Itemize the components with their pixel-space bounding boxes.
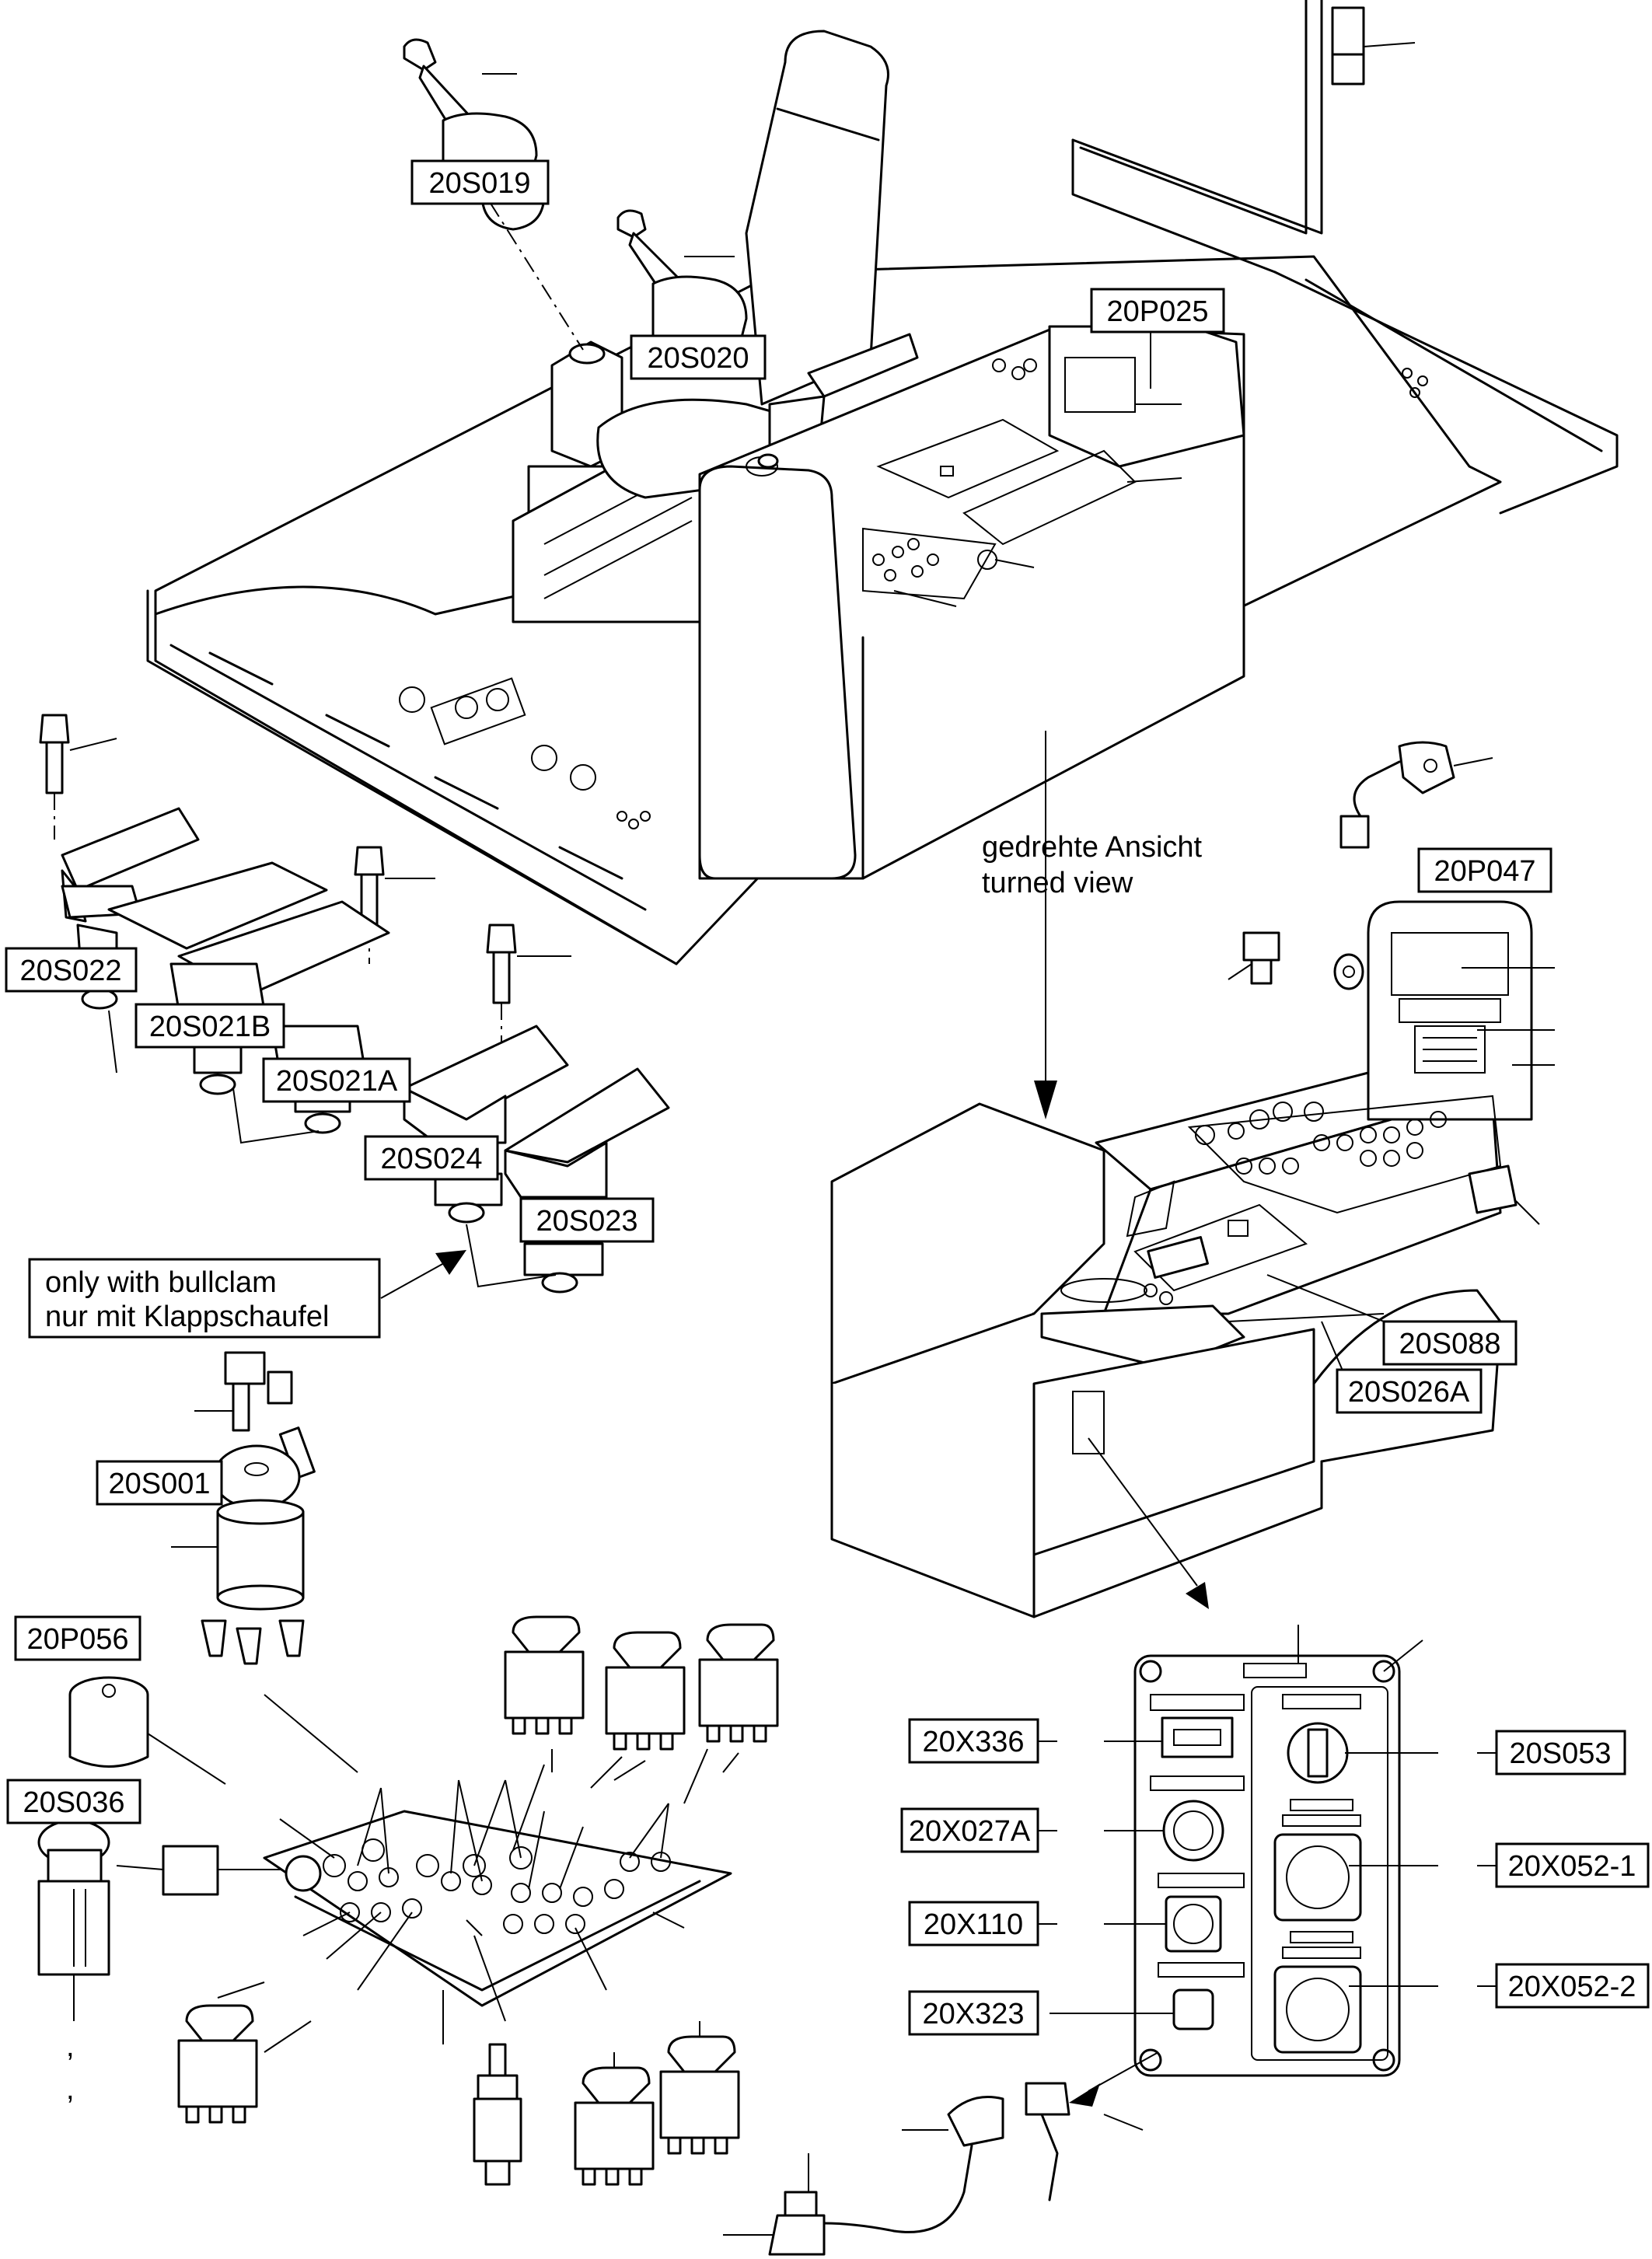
label-20X027A-text: 20X027A <box>909 1815 1031 1848</box>
label-20S020-text: 20S020 <box>647 342 749 375</box>
label-20S001: 20S001 <box>96 1460 223 1506</box>
bullclam-note-de: nur mit Klappschaufel <box>45 1301 329 1333</box>
label-20S022-text: 20S022 <box>19 955 121 987</box>
label-20S036: 20S036 <box>6 1779 141 1824</box>
switch-panel-drawing <box>263 1694 732 2053</box>
label-20S088-text: 20S088 <box>1399 1328 1500 1360</box>
label-20S019-text: 20S019 <box>428 167 530 200</box>
label-20S023: 20S023 <box>519 1197 655 1243</box>
emergency-stop-drawing <box>37 1819 110 2021</box>
label-20S088: 20S088 <box>1382 1320 1518 1366</box>
label-20X027A: 20X027A <box>900 1807 1039 1853</box>
key-switch-drawing <box>171 1351 316 1665</box>
stray-comma-1: , <box>66 2030 75 2063</box>
label-20X052-2-text: 20X052-2 <box>1508 1971 1636 2003</box>
label-20P025: 20P025 <box>1090 288 1225 333</box>
indicator-lamp-drawing <box>68 1676 149 1768</box>
turned-view-caption: gedrehte Ansicht turned view <box>982 831 1203 899</box>
label-20X052-1: 20X052-1 <box>1495 1842 1650 1888</box>
label-20S024: 20S024 <box>364 1135 499 1181</box>
label-20S053: 20S053 <box>1495 1730 1626 1775</box>
label-20S024-text: 20S024 <box>380 1143 482 1175</box>
blank-ref-box <box>162 1845 219 1896</box>
s019-mount-line <box>489 201 584 351</box>
label-20X110-text: 20X110 <box>924 1908 1023 1941</box>
label-20X052-2: 20X052-2 <box>1495 1963 1650 2009</box>
connector-plate-drawing <box>1038 1625 1497 2077</box>
console-detail-drawing <box>830 741 1533 1618</box>
stray-comma-2: , <box>66 2073 75 2106</box>
turned-view-caption-de: gedrehte Ansicht <box>982 831 1203 864</box>
turned-view-caption-en: turned view <box>982 867 1133 899</box>
label-20X336-text: 20X336 <box>922 1726 1024 1758</box>
label-20X110: 20X110 <box>908 1901 1039 1947</box>
label-20X336: 20X336 <box>908 1718 1039 1764</box>
label-20S036-text: 20S036 <box>23 1786 124 1819</box>
label-20P047: 20P047 <box>1417 847 1552 893</box>
label-20S001-text: 20S001 <box>108 1468 210 1500</box>
bullclam-note: only with bullclam nur mit Klappschaufel <box>28 1258 381 1339</box>
label-20S026A: 20S026A <box>1336 1368 1483 1414</box>
bullclam-note-en: only with bullclam <box>45 1266 277 1299</box>
label-20S020: 20S020 <box>630 334 767 380</box>
label-20S021B-text: 20S021B <box>149 1011 271 1043</box>
label-20S021B: 20S021B <box>134 1003 285 1049</box>
label-20S053-text: 20S053 <box>1509 1737 1611 1770</box>
label-20S023-text: 20S023 <box>536 1205 637 1238</box>
label-20P056: 20P056 <box>14 1615 141 1661</box>
rocker-switches-drawing <box>177 1615 779 2186</box>
label-20X323-text: 20X323 <box>922 1998 1024 2030</box>
label-20X052-1-text: 20X052-1 <box>1508 1850 1636 1883</box>
label-20S026A-text: 20S026A <box>1348 1376 1470 1409</box>
label-20P056-text: 20P056 <box>26 1623 128 1656</box>
cab-floor-drawing <box>146 0 1619 965</box>
stray-commas: , , <box>66 2030 75 2106</box>
label-20P047-text: 20P047 <box>1434 855 1535 888</box>
cable-harness-drawing <box>723 2051 1159 2256</box>
label-20S021A: 20S021A <box>262 1057 411 1103</box>
label-20S021A-text: 20S021A <box>276 1065 398 1098</box>
label-20S019: 20S019 <box>410 159 550 205</box>
label-20P025-text: 20P025 <box>1106 295 1208 328</box>
label-20S022: 20S022 <box>5 947 138 993</box>
label-20X323: 20X323 <box>908 1990 1039 2036</box>
